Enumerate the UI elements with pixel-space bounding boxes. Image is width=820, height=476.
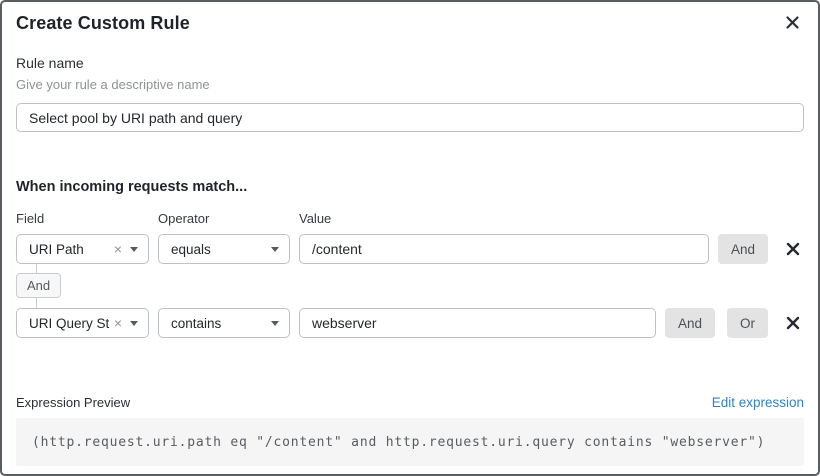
operator-column-label: Operator [158, 211, 210, 226]
operator-select[interactable]: contains [158, 308, 290, 338]
field-select[interactable]: URI Query St... × [16, 308, 149, 338]
and-button[interactable]: And [664, 308, 715, 338]
value-input[interactable] [299, 308, 656, 338]
remove-condition-icon[interactable] [782, 312, 804, 334]
condition-row-1: URI Path × equals And [16, 234, 804, 264]
chevron-down-icon [271, 320, 279, 326]
clear-field-icon[interactable]: × [113, 241, 122, 257]
chevron-down-icon [130, 320, 138, 326]
rule-name-helper: Give your rule a descriptive name [16, 77, 210, 92]
rule-name-label: Rule name [16, 55, 84, 71]
dialog-header: Create Custom Rule [16, 12, 804, 34]
chevron-down-icon [271, 246, 279, 252]
match-section-heading: When incoming requests match... [16, 179, 248, 195]
expression-text: (http.request.uri.path eq "/content" and… [32, 434, 766, 450]
expression-preview-label: Expression Preview [16, 395, 131, 410]
edit-expression-link[interactable]: Edit expression [711, 395, 804, 410]
and-button[interactable]: And [717, 234, 768, 264]
field-select-value: URI Query St... [29, 315, 110, 331]
page-title: Create Custom Rule [16, 13, 190, 33]
condition-row-2: URI Query St... × contains And Or [16, 308, 804, 338]
value-column-label: Value [299, 211, 332, 226]
expression-code-block: (http.request.uri.path eq "/content" and… [16, 418, 804, 466]
operator-select-value: equals [171, 241, 211, 257]
remove-condition-icon[interactable] [782, 238, 804, 260]
condition-connector: And [16, 264, 804, 308]
chevron-down-icon [130, 246, 138, 252]
close-icon[interactable] [782, 12, 802, 32]
clear-field-icon[interactable]: × [113, 315, 122, 331]
field-select[interactable]: URI Path × [16, 234, 149, 264]
field-column-label: Field [16, 211, 45, 226]
or-button[interactable]: Or [727, 308, 768, 338]
value-input[interactable] [299, 234, 709, 264]
expression-preview-header: Expression Preview Edit expression [16, 395, 804, 411]
operator-select-value: contains [171, 315, 222, 331]
operator-select[interactable]: equals [158, 234, 290, 264]
connector-and-badge[interactable]: And [16, 273, 62, 298]
rule-name-input[interactable] [16, 103, 804, 132]
column-labels: Field Operator Value [16, 211, 804, 227]
field-select-value: URI Path [29, 241, 84, 257]
